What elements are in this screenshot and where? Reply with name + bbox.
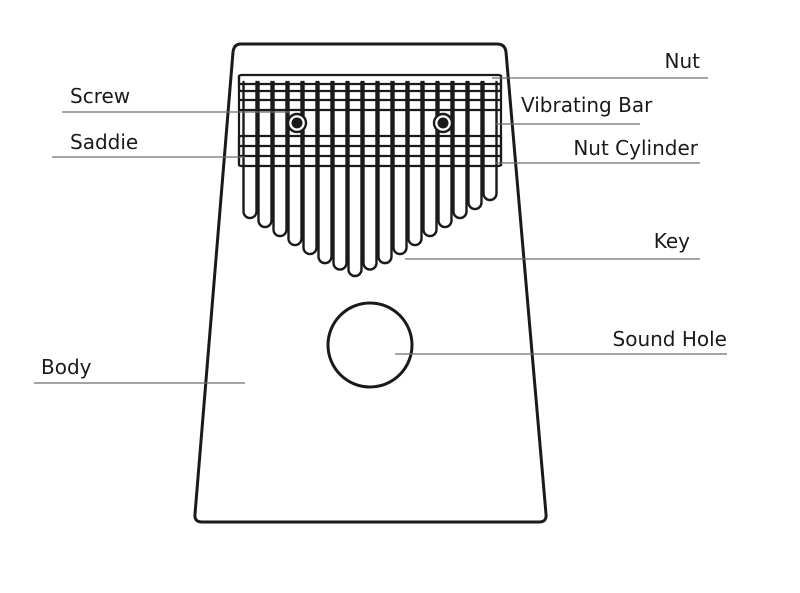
kalimba-key (437, 80, 453, 229)
kalimba-key (347, 80, 363, 278)
kalimba-key (407, 80, 423, 247)
leader-lines (34, 77, 727, 384)
label-key: Key (654, 229, 690, 253)
bridge-assembly (237, 73, 503, 168)
kalimba-key (272, 80, 288, 238)
kalimba-key (452, 80, 468, 220)
kalimba-key (257, 80, 273, 229)
screw-center-icon (291, 117, 303, 129)
screw-center-icon (437, 117, 449, 129)
kalimba-key (302, 80, 318, 256)
kalimba-key (467, 80, 483, 211)
saddle-bar (237, 134, 503, 168)
kalimba-key (377, 80, 393, 265)
kalimba-key (482, 80, 498, 202)
screw-left (286, 112, 308, 134)
kalimba-key (317, 80, 333, 265)
label-vibrating-bar: Vibrating Bar (521, 93, 653, 117)
kalimba-key (242, 80, 258, 220)
label-nut: Nut (665, 49, 701, 73)
kalimba-key (287, 80, 303, 247)
kalimba-key (332, 80, 348, 271)
keys-group (242, 80, 498, 278)
label-sound-hole: Sound Hole (613, 327, 727, 351)
kalimba-key (362, 80, 378, 271)
label-body: Body (41, 355, 92, 379)
label-nut-cylinder: Nut Cylinder (573, 136, 698, 160)
label-screw: Screw (70, 84, 130, 108)
labels: Nut Screw Vibrating Bar Saddie Nut Cylin… (41, 49, 727, 379)
kalimba-key (422, 80, 438, 238)
label-saddle: Saddie (70, 130, 138, 154)
kalimba-body (193, 42, 548, 524)
kalimba-key (392, 80, 408, 256)
sound-hole (326, 301, 414, 389)
screw-right (432, 112, 454, 134)
